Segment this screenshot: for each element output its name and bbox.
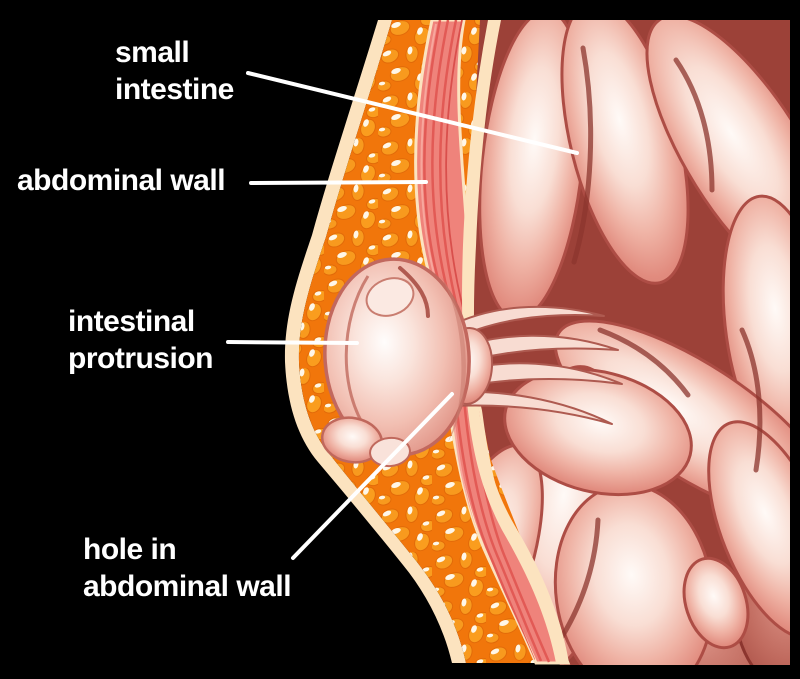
label-intestinal-protrusion: intestinal protrusion: [68, 303, 214, 377]
label-abdominal-wall: abdominal wall: [17, 162, 226, 199]
leader-line-small-intestine: [246, 71, 579, 155]
leader-line-abdominal-wall: [249, 180, 428, 185]
label-line: abdominal wall: [83, 570, 292, 603]
sac-top-lobe: [365, 277, 415, 317]
neck-fold: [451, 390, 613, 425]
neck-fold: [453, 362, 623, 389]
leader-line-hole-in-abdominal-wall: [291, 392, 454, 560]
label-hole-in-abdominal-wall: hole in abdominal wall: [83, 531, 292, 605]
leader-line-intestinal-protrusion: [226, 340, 359, 345]
sac-right-shadow: [440, 275, 466, 442]
label-line: abdominal wall: [17, 164, 226, 197]
label-line: hole in: [83, 533, 177, 566]
label-line: small: [115, 36, 190, 69]
label-small-intestine: small intestine: [115, 34, 234, 108]
inner-lining-layer: [462, 20, 569, 663]
label-line: protrusion: [68, 342, 214, 375]
sac-top-crevice: [398, 266, 430, 318]
neck-fold: [449, 305, 605, 341]
label-line: intestinal: [68, 305, 195, 338]
label-line: intestine: [115, 73, 234, 106]
intestinal-protrusion-sac: [320, 257, 471, 468]
herniated-loop-continuation: [503, 367, 693, 497]
sac-fold-line: [344, 275, 370, 433]
muscle-layer-upper: [414, 20, 470, 338]
